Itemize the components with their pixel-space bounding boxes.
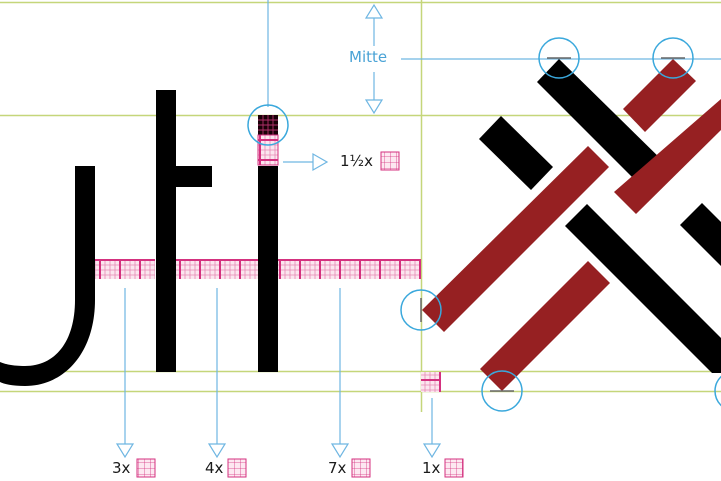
glyph-t	[156, 90, 212, 372]
tick-marks	[420, 57, 685, 392]
label-three: 3x	[112, 459, 131, 477]
grid-unit-icon	[351, 458, 371, 478]
red-bar-lower	[480, 261, 610, 391]
grid-unit-icon	[444, 458, 464, 478]
label-one-half: 1½x	[340, 152, 373, 170]
marker-left-point	[400, 289, 442, 331]
black-bar-short	[479, 116, 553, 190]
red-bar-top-right	[623, 59, 696, 132]
grid-strip-4x	[176, 259, 258, 279]
label-mitte: Mitte	[349, 48, 388, 66]
glyph-i-stem	[258, 166, 278, 372]
label-seven: 7x	[328, 459, 347, 477]
circle-markers	[247, 37, 721, 412]
woven-mark	[422, 59, 721, 391]
label-one: 1x	[422, 459, 441, 477]
red-bar-long-mid	[614, 99, 721, 214]
grid-unit-icon	[227, 458, 247, 478]
dimension-lines	[115, 0, 721, 459]
marker-bottom-point	[481, 370, 523, 412]
label-four: 4x	[205, 459, 224, 477]
marker-bottom-right	[714, 375, 721, 407]
grid-unit-icon	[380, 151, 400, 171]
marker-apex-left	[538, 37, 580, 79]
black-bar-center	[565, 204, 721, 373]
grid-strip-1x	[421, 372, 441, 392]
grid-unit-icon	[136, 458, 156, 478]
black-bar-right	[680, 203, 721, 266]
red-bar-long-left	[422, 146, 609, 332]
glyph-u	[0, 166, 95, 386]
glyph-i-dot-grid	[258, 115, 278, 135]
glyph-i-gap-grid	[257, 134, 279, 166]
grid-strip-3x	[95, 259, 155, 279]
grid-strip-7x	[278, 259, 421, 279]
marker-i-dot	[247, 104, 289, 146]
marker-apex-right	[652, 37, 694, 79]
black-bar-top	[537, 59, 668, 190]
